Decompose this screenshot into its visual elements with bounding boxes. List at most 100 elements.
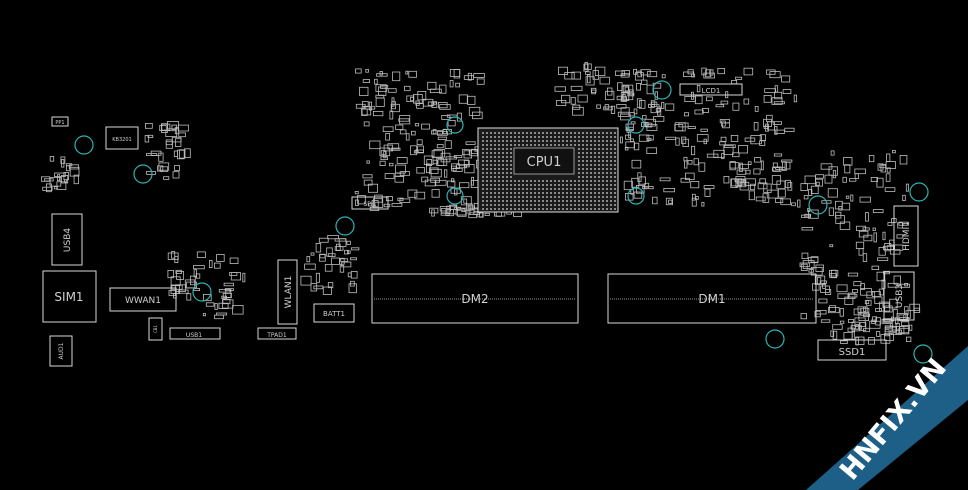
smd-part <box>422 98 434 107</box>
cpu-ball <box>494 160 496 162</box>
kb-chip[interactable]: KB3201 <box>105 126 139 150</box>
wlan-slot[interactable]: WLAN1 <box>277 259 298 325</box>
smd-part <box>160 166 169 172</box>
cpu-ball <box>570 184 572 186</box>
smd-part <box>375 97 385 107</box>
dimm-slot-dm1[interactable]: DM1 <box>607 273 817 324</box>
cpu-ball <box>502 196 504 198</box>
smd-part <box>436 144 444 149</box>
smd-part <box>416 139 423 146</box>
cpu-ball <box>526 196 528 198</box>
smd-part <box>564 72 575 80</box>
cpu-ball <box>490 172 492 174</box>
smd-part <box>687 159 693 165</box>
usb1-connector[interactable]: USB1 <box>169 327 221 340</box>
usb4-port[interactable]: USB4 <box>51 213 83 266</box>
cpu-ball <box>526 208 528 210</box>
smd-part <box>850 325 862 330</box>
tpad-connector[interactable]: TPAD1 <box>257 327 297 340</box>
batt-connector[interactable]: BATT1 <box>313 303 355 323</box>
cpu-ball <box>486 148 488 150</box>
cpu-ball <box>518 196 520 198</box>
smd-part <box>808 269 815 273</box>
cpu-ball <box>526 204 528 206</box>
cpu-ball <box>526 180 528 182</box>
cpu-ball <box>502 176 504 178</box>
smd-part <box>383 203 391 208</box>
cpu-ball <box>602 184 604 186</box>
cpu-ball <box>490 132 492 134</box>
cpu-ball <box>522 144 524 146</box>
aud-jack[interactable]: AUD1 <box>49 335 73 367</box>
spi-chip[interactable]: SPI1 <box>351 196 389 210</box>
cpu-ball <box>570 204 572 206</box>
smd-part <box>621 70 630 76</box>
wwan-label: WWAN1 <box>125 296 161 306</box>
cpu-ball <box>610 192 612 194</box>
cpu-ball <box>486 196 488 198</box>
smd-part <box>463 160 470 168</box>
sim-slot[interactable]: SIM1 <box>42 270 97 323</box>
smd-part <box>814 275 826 285</box>
smd-part <box>820 319 831 323</box>
cpu-ball <box>590 184 592 186</box>
cpu-ball <box>486 140 488 142</box>
smd-part <box>668 199 673 204</box>
smd-part <box>463 75 474 80</box>
cpu-ball <box>594 148 596 150</box>
cb-chip[interactable]: CB1 <box>148 317 163 341</box>
smd-part <box>694 109 704 115</box>
hdmi-port[interactable]: HDMI1 <box>893 205 919 267</box>
cpu-ball <box>554 140 556 142</box>
smd-part <box>635 72 644 81</box>
smd-part <box>468 214 477 219</box>
smd-part <box>680 177 690 183</box>
pp-connector[interactable]: PP1 <box>51 116 69 127</box>
smd-part <box>647 71 658 78</box>
cpu-ball <box>510 164 512 166</box>
smd-part <box>449 80 454 88</box>
smd-part <box>327 234 339 240</box>
cpu-ball <box>530 136 532 138</box>
smd-part <box>766 189 779 199</box>
smd-part <box>405 70 409 75</box>
smd-part <box>441 115 451 120</box>
dimm-slot-dm2[interactable]: DM2 <box>371 273 579 324</box>
cpu-ball <box>582 192 584 194</box>
lcd-connector[interactable]: LCD1 <box>679 83 743 96</box>
smd-part <box>362 174 373 179</box>
cpu-package[interactable]: CPU1 <box>477 127 619 213</box>
smd-part <box>427 101 435 106</box>
smd-part <box>722 122 730 129</box>
usb3-port[interactable]: USB3 <box>883 271 915 321</box>
smd-part <box>830 150 835 156</box>
smd-part <box>304 263 316 270</box>
smd-part <box>859 196 871 203</box>
cpu-ball <box>598 148 600 150</box>
cpu-ball <box>486 180 488 182</box>
cpu-ball <box>586 200 588 202</box>
smd-part <box>186 293 192 301</box>
smd-part <box>744 137 756 142</box>
smd-part <box>430 177 440 183</box>
cpu-ball <box>582 168 584 170</box>
smd-part <box>755 196 766 202</box>
cpu-ball <box>482 204 484 206</box>
cpu-ball <box>490 188 492 190</box>
cpu-ball <box>594 188 596 190</box>
smd-part <box>631 177 640 188</box>
smd-part <box>828 307 840 314</box>
cpu-ball <box>614 200 616 202</box>
cpu-ball <box>610 140 612 142</box>
cpu-ball <box>486 132 488 134</box>
ssd-connector[interactable]: SSD1 <box>817 339 887 361</box>
cpu-ball <box>578 168 580 170</box>
cpu-ball <box>522 196 524 198</box>
wwan-slot[interactable]: WWAN1 <box>109 287 177 312</box>
cpu-ball <box>570 192 572 194</box>
smd-part <box>444 140 452 149</box>
smd-part <box>701 202 705 207</box>
smd-part <box>882 231 886 241</box>
cpu-ball <box>570 188 572 190</box>
cpu-ball <box>614 180 616 182</box>
